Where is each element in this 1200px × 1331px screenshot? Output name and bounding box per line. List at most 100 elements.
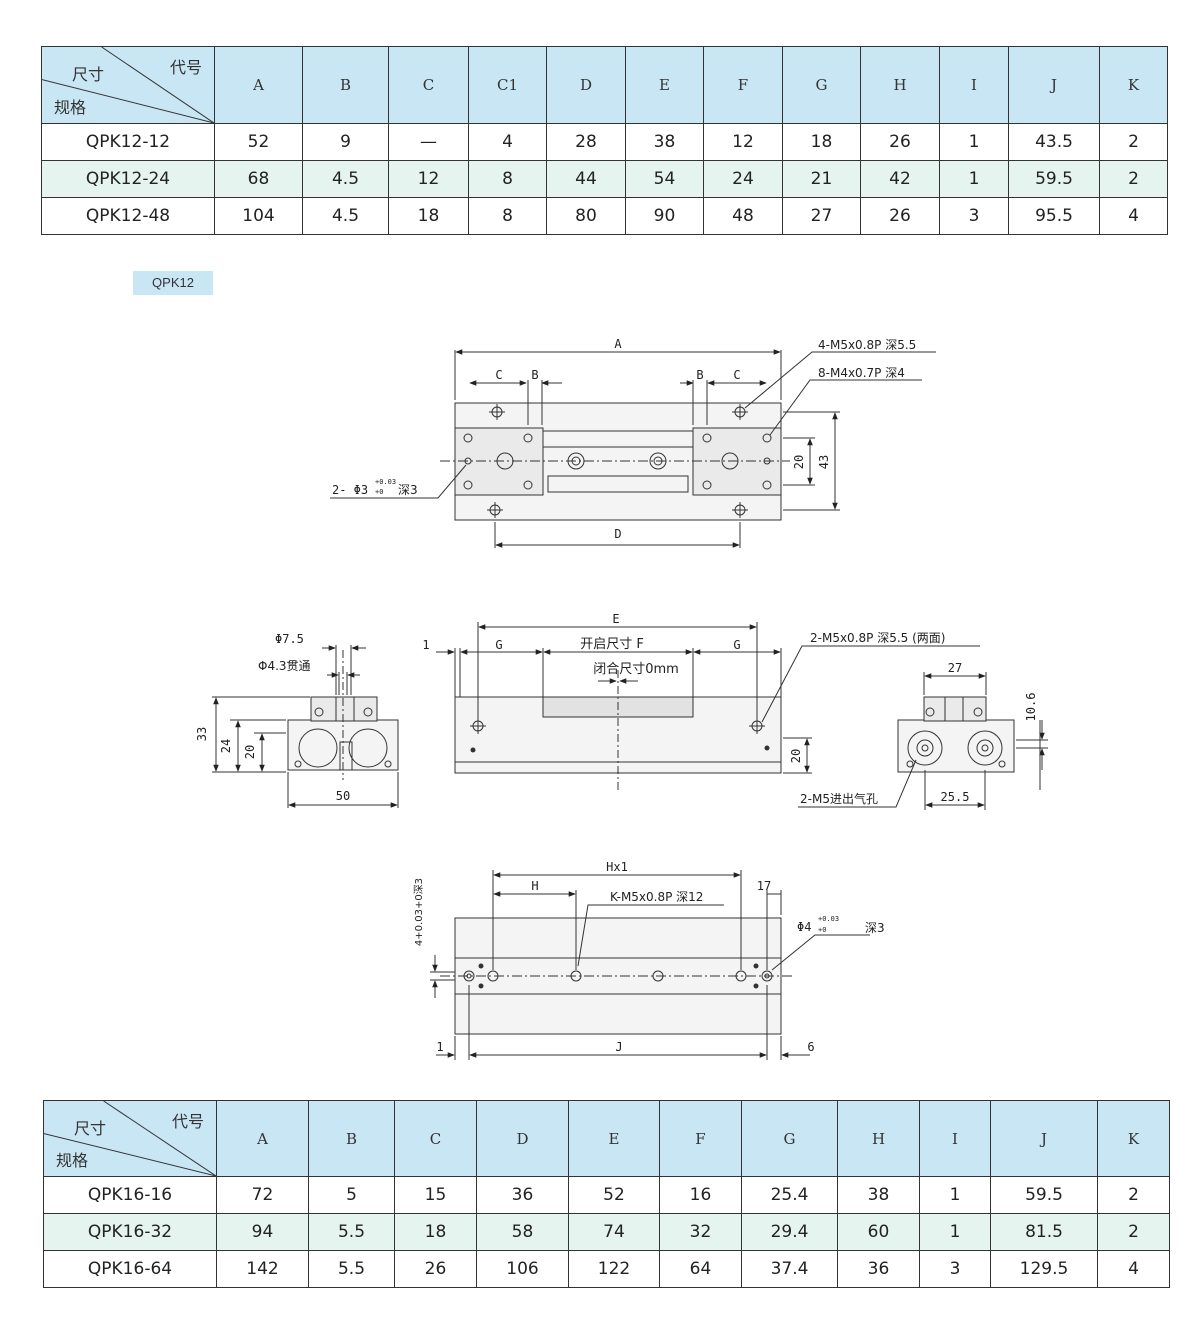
corner-code-label: 代号	[169, 58, 202, 77]
table-cell: QPK12-48	[41, 197, 215, 235]
header-cell: A	[214, 46, 303, 124]
table-cell: 3	[939, 197, 1009, 235]
header-cell: B	[308, 1100, 395, 1177]
header-cell: D	[546, 46, 626, 124]
table-cell: QPK16-16	[43, 1176, 217, 1214]
table-cell: 52	[214, 123, 303, 161]
table-row: QPK12-48 104 4.5 18 8 80 90 48 27 26 3 9…	[41, 197, 1168, 235]
corner-spec-label: 规格	[56, 1151, 89, 1170]
table-cell: 5	[308, 1176, 395, 1214]
dim-b-right-label: B	[696, 368, 703, 382]
table-cell: 15	[394, 1176, 477, 1214]
dim-hx1-label: Hx1	[606, 860, 628, 874]
table-row: QPK16-16 72 5 15 36 52 16 25.4 38 1 59.5…	[43, 1176, 1170, 1214]
dim-g-left-label: G	[495, 638, 502, 652]
dim-50-label: 50	[336, 789, 350, 803]
dim-h-label: H	[531, 879, 538, 893]
table-cell: 81.5	[990, 1213, 1098, 1251]
table-cell: 4.5	[302, 197, 389, 235]
dim-10-6-label: 10.6	[1024, 693, 1038, 722]
thread-note-both-sides: 2-M5x0.8P 深5.5 (两面)	[810, 631, 945, 645]
dim-33-label: 33	[195, 727, 209, 741]
dim-j-label: J	[615, 1040, 622, 1054]
air-port-note: 2-M5进出气孔	[800, 791, 878, 806]
pin-hole-note: 2- Φ3	[332, 483, 368, 497]
bottom-view	[430, 870, 870, 1060]
table-cell: 48	[703, 197, 783, 235]
table-cell: 122	[568, 1250, 660, 1288]
side-view	[212, 645, 399, 808]
table-row: QPK16-32 94 5.5 18 58 74 32 29.4 60 1 81…	[43, 1213, 1170, 1251]
header-cell: C	[394, 1100, 477, 1177]
dim-d43-label: Φ4.3贯通	[258, 659, 311, 673]
table-cell: 8	[468, 160, 547, 198]
table-cell: 60	[837, 1213, 920, 1251]
table-cell: 38	[625, 123, 704, 161]
table-cell: 52	[568, 1176, 660, 1214]
header-cell: I	[919, 1100, 991, 1177]
corner-dimension-label: 尺寸	[72, 65, 105, 84]
dim-d-label: D	[614, 527, 621, 541]
dim-43-label: 43	[817, 455, 831, 469]
dim-c-left-label: C	[495, 368, 502, 382]
header-cell: K	[1097, 1100, 1170, 1177]
table-cell: 1	[919, 1176, 991, 1214]
pin-tol-lo: +0	[818, 926, 826, 934]
table-row: QPK12-12 52 9 — 4 28 38 12 18 26 1 43.5 …	[41, 123, 1168, 161]
table-cell: 59.5	[990, 1176, 1098, 1214]
header-cell: F	[659, 1100, 742, 1177]
table-cell: 36	[837, 1250, 920, 1288]
table-cell: 54	[625, 160, 704, 198]
top-view	[330, 349, 936, 548]
table-cell: 94	[216, 1213, 309, 1251]
table-cell: 4	[1099, 197, 1168, 235]
table-cell: 24	[703, 160, 783, 198]
table-cell: 25.4	[741, 1176, 838, 1214]
header-cell: G	[782, 46, 861, 124]
header-cell: J	[1008, 46, 1100, 124]
dim-e-label: E	[612, 612, 619, 626]
model-tag: QPK12	[133, 271, 213, 295]
table-cell: 68	[214, 160, 303, 198]
dim-25-5-label: 25.5	[941, 790, 970, 804]
header-cell: K	[1099, 46, 1168, 124]
corner-cell: 代号 尺寸 规格	[41, 46, 215, 124]
header-cell: D	[476, 1100, 569, 1177]
table-cell: 1	[939, 123, 1009, 161]
dim-20-label: 20	[792, 455, 806, 469]
table-cell: 104	[214, 197, 303, 235]
table-cell: 26	[860, 197, 940, 235]
table-cell: 38	[837, 1176, 920, 1214]
table-cell: 2	[1099, 123, 1168, 161]
pin-hole-tol-lo: +0	[375, 488, 383, 496]
thread-note-m5: 4-M5x0.8P 深5.5	[818, 338, 916, 352]
header-cell: G	[741, 1100, 838, 1177]
header-cell: C1	[468, 46, 547, 124]
table-cell: 106	[476, 1250, 569, 1288]
table-cell: 12	[388, 160, 469, 198]
dim-24-label: 24	[219, 739, 233, 753]
dim-1-front-label: 1	[422, 638, 429, 652]
technical-drawing: A C B B C D 20 43 4-M5x0.8P 深5.5 8-M4x0.…	[195, 337, 1048, 1060]
corner-cell: 代号 尺寸 规格	[43, 1100, 217, 1177]
table-cell: 1	[939, 160, 1009, 198]
table-cell: 3	[919, 1250, 991, 1288]
pin-hole-tol-hi: +0.03	[375, 478, 396, 486]
front-view	[436, 622, 980, 790]
dim-a-label: A	[614, 337, 622, 351]
table-cell: 2	[1097, 1176, 1170, 1214]
table-cell: 142	[216, 1250, 309, 1288]
table-cell: 18	[782, 123, 861, 161]
table-header-row: 代号 尺寸 规格 A B C C1 D E F G H I J K	[41, 46, 1168, 124]
table-cell: 2	[1097, 1213, 1170, 1251]
header-cell: H	[837, 1100, 920, 1177]
table-cell: 18	[394, 1213, 477, 1251]
table-cell: 59.5	[1008, 160, 1100, 198]
table-cell: 80	[546, 197, 626, 235]
open-size-label: 开启尺寸 F	[580, 637, 644, 652]
table-cell: 26	[860, 123, 940, 161]
table-cell: 8	[468, 197, 547, 235]
table-cell: 12	[703, 123, 783, 161]
header-cell: H	[860, 46, 940, 124]
table-cell: 90	[625, 197, 704, 235]
